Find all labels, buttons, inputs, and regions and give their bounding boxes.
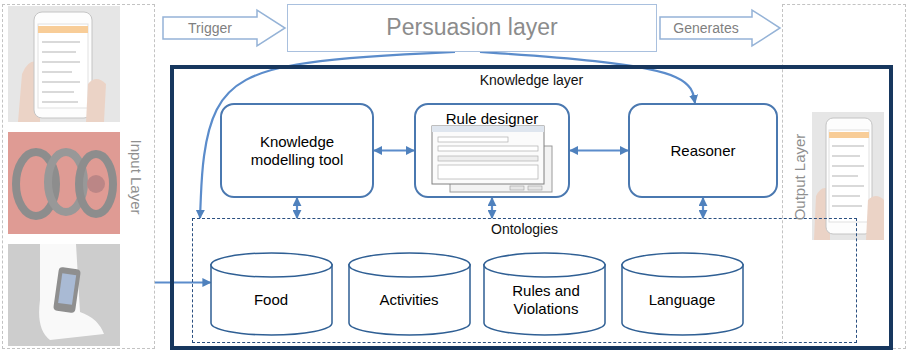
screen-row <box>42 101 78 103</box>
connector <box>570 149 628 151</box>
rule-area <box>438 165 538 179</box>
node-label: Language <box>649 291 716 309</box>
block-arrow <box>163 10 285 46</box>
edge-label-box: Trigger <box>186 19 234 37</box>
phone-screen <box>829 130 869 222</box>
node-label: Knowledge modelling tool <box>230 133 364 169</box>
node-label: Food <box>254 291 288 309</box>
cylinder-top <box>211 253 332 277</box>
cylinder-top <box>622 253 743 277</box>
screen-rows <box>42 42 80 102</box>
screen-rows <box>832 146 864 206</box>
connector <box>374 149 414 151</box>
hand <box>86 79 106 122</box>
node-label: Reasoner <box>670 142 735 160</box>
block-arrow <box>660 10 780 46</box>
screen-row <box>832 155 860 157</box>
connector <box>480 52 695 103</box>
layer-label: Input Layer <box>127 139 145 214</box>
phone-body <box>826 118 872 234</box>
cylinder-top <box>484 253 605 277</box>
screen-row <box>832 165 864 167</box>
node-label: Ontologies <box>491 221 558 238</box>
node-label: Knowledge layer <box>480 72 584 89</box>
screen-row <box>832 185 864 187</box>
toolbar <box>438 156 538 161</box>
node-label: Rule designer <box>446 110 539 128</box>
photo-ground <box>8 132 120 234</box>
screen-row <box>832 195 860 197</box>
screen-row <box>42 71 72 73</box>
button <box>528 186 542 190</box>
photo-ground <box>8 244 120 346</box>
ontology-group: Food Activities Rules and Violations Langua… <box>192 218 857 343</box>
process-box: Knowledge modelling tool <box>220 103 374 198</box>
connector <box>296 198 298 218</box>
band-button <box>87 175 105 193</box>
screen-row <box>42 81 80 83</box>
screen-row <box>832 205 862 207</box>
screen-row <box>832 145 864 147</box>
edge-label: Trigger <box>186 20 234 36</box>
cylinder-top <box>349 253 470 277</box>
layer-label: Output Layer <box>791 133 809 220</box>
hand <box>866 196 884 240</box>
knowledge-layer-panel: Knowledge modelling tool Rule designerRea… <box>170 65 893 350</box>
screen-row <box>42 61 80 63</box>
edge-label-box: Generates <box>671 19 740 37</box>
connector <box>200 52 455 218</box>
process-box: Reasoner <box>628 103 778 198</box>
screen-row <box>42 51 76 53</box>
database-cylinder: Food <box>210 252 333 336</box>
connector <box>491 198 493 218</box>
rule-designer-screenshot <box>432 126 552 192</box>
input-layer-panel: Input Layer <box>2 4 155 349</box>
output-phone-photo <box>812 112 884 240</box>
front-window <box>432 126 544 184</box>
wristband-photo <box>8 132 120 234</box>
photo-ground <box>8 6 120 122</box>
screen-row <box>42 41 80 43</box>
input-field <box>438 146 538 151</box>
screen-bar <box>38 26 88 33</box>
database-cylinder: Language <box>621 252 744 336</box>
screen-row <box>832 175 858 177</box>
wristband <box>79 154 113 214</box>
connector <box>702 198 704 218</box>
phone-screen <box>38 24 88 108</box>
screen-bar <box>829 132 869 138</box>
edge-label: Generates <box>671 20 740 36</box>
node-label: Persuasion layer <box>386 14 557 42</box>
connector <box>155 281 211 283</box>
phone-screen <box>58 273 76 305</box>
process-box: Rule designer <box>414 103 570 198</box>
input-field <box>438 137 508 142</box>
sock <box>39 244 104 340</box>
screen-row <box>42 91 74 93</box>
phone-body <box>34 12 92 118</box>
persuasion-layer-box: Persuasion layer <box>287 4 657 52</box>
phone-photo <box>8 6 120 122</box>
photo-ground <box>812 112 884 240</box>
output-layer-panel: Output Layer <box>782 4 906 349</box>
node-label: Rules and Violations <box>491 282 602 318</box>
ankle-phone-photo <box>8 244 120 346</box>
database-cylinder: Activities <box>348 252 471 336</box>
phone-body <box>53 267 81 314</box>
node-label: Activities <box>379 291 438 309</box>
database-cylinder: Rules and Violations <box>483 252 610 336</box>
button <box>510 186 524 190</box>
